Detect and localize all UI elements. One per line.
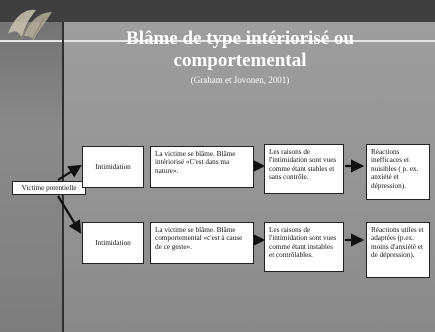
bottom-self-blame-box: La victime se blâme. Blâme comportementa… [150,222,254,264]
victim-box: Victime potentielle [12,181,86,195]
bottom-reactions-box: Réactions utiles et adaptées (p.ex. moin… [366,222,430,278]
slide-subtitle: (Graham et Jovonen, 2001) [190,75,290,85]
top-self-blame-box: La victime se blâme. Blâme intériorisé «… [150,146,254,188]
arrow-victim-to-bottom [57,195,82,234]
top-intimidation-box: Intimidation [82,146,144,188]
top-reasons-box: Les raisons de l'intimidation sont vues … [264,144,344,194]
top-decor-bar [0,0,435,22]
left-decor-bar [0,0,64,332]
arrow-victim-to-top [57,164,82,181]
top-reactions-box: Réactions inefficaces et nuisibles ( p. … [366,144,430,200]
bottom-reasons-box: Les raisons de l'intimidation sont vues … [264,222,344,272]
bottom-intimidation-box: Intimidation [82,222,144,264]
slide-title: Blâme de type intériorisé ou comportemen… [126,28,354,71]
leaf-decor-icon [8,9,52,41]
horizontal-divider [0,40,435,42]
